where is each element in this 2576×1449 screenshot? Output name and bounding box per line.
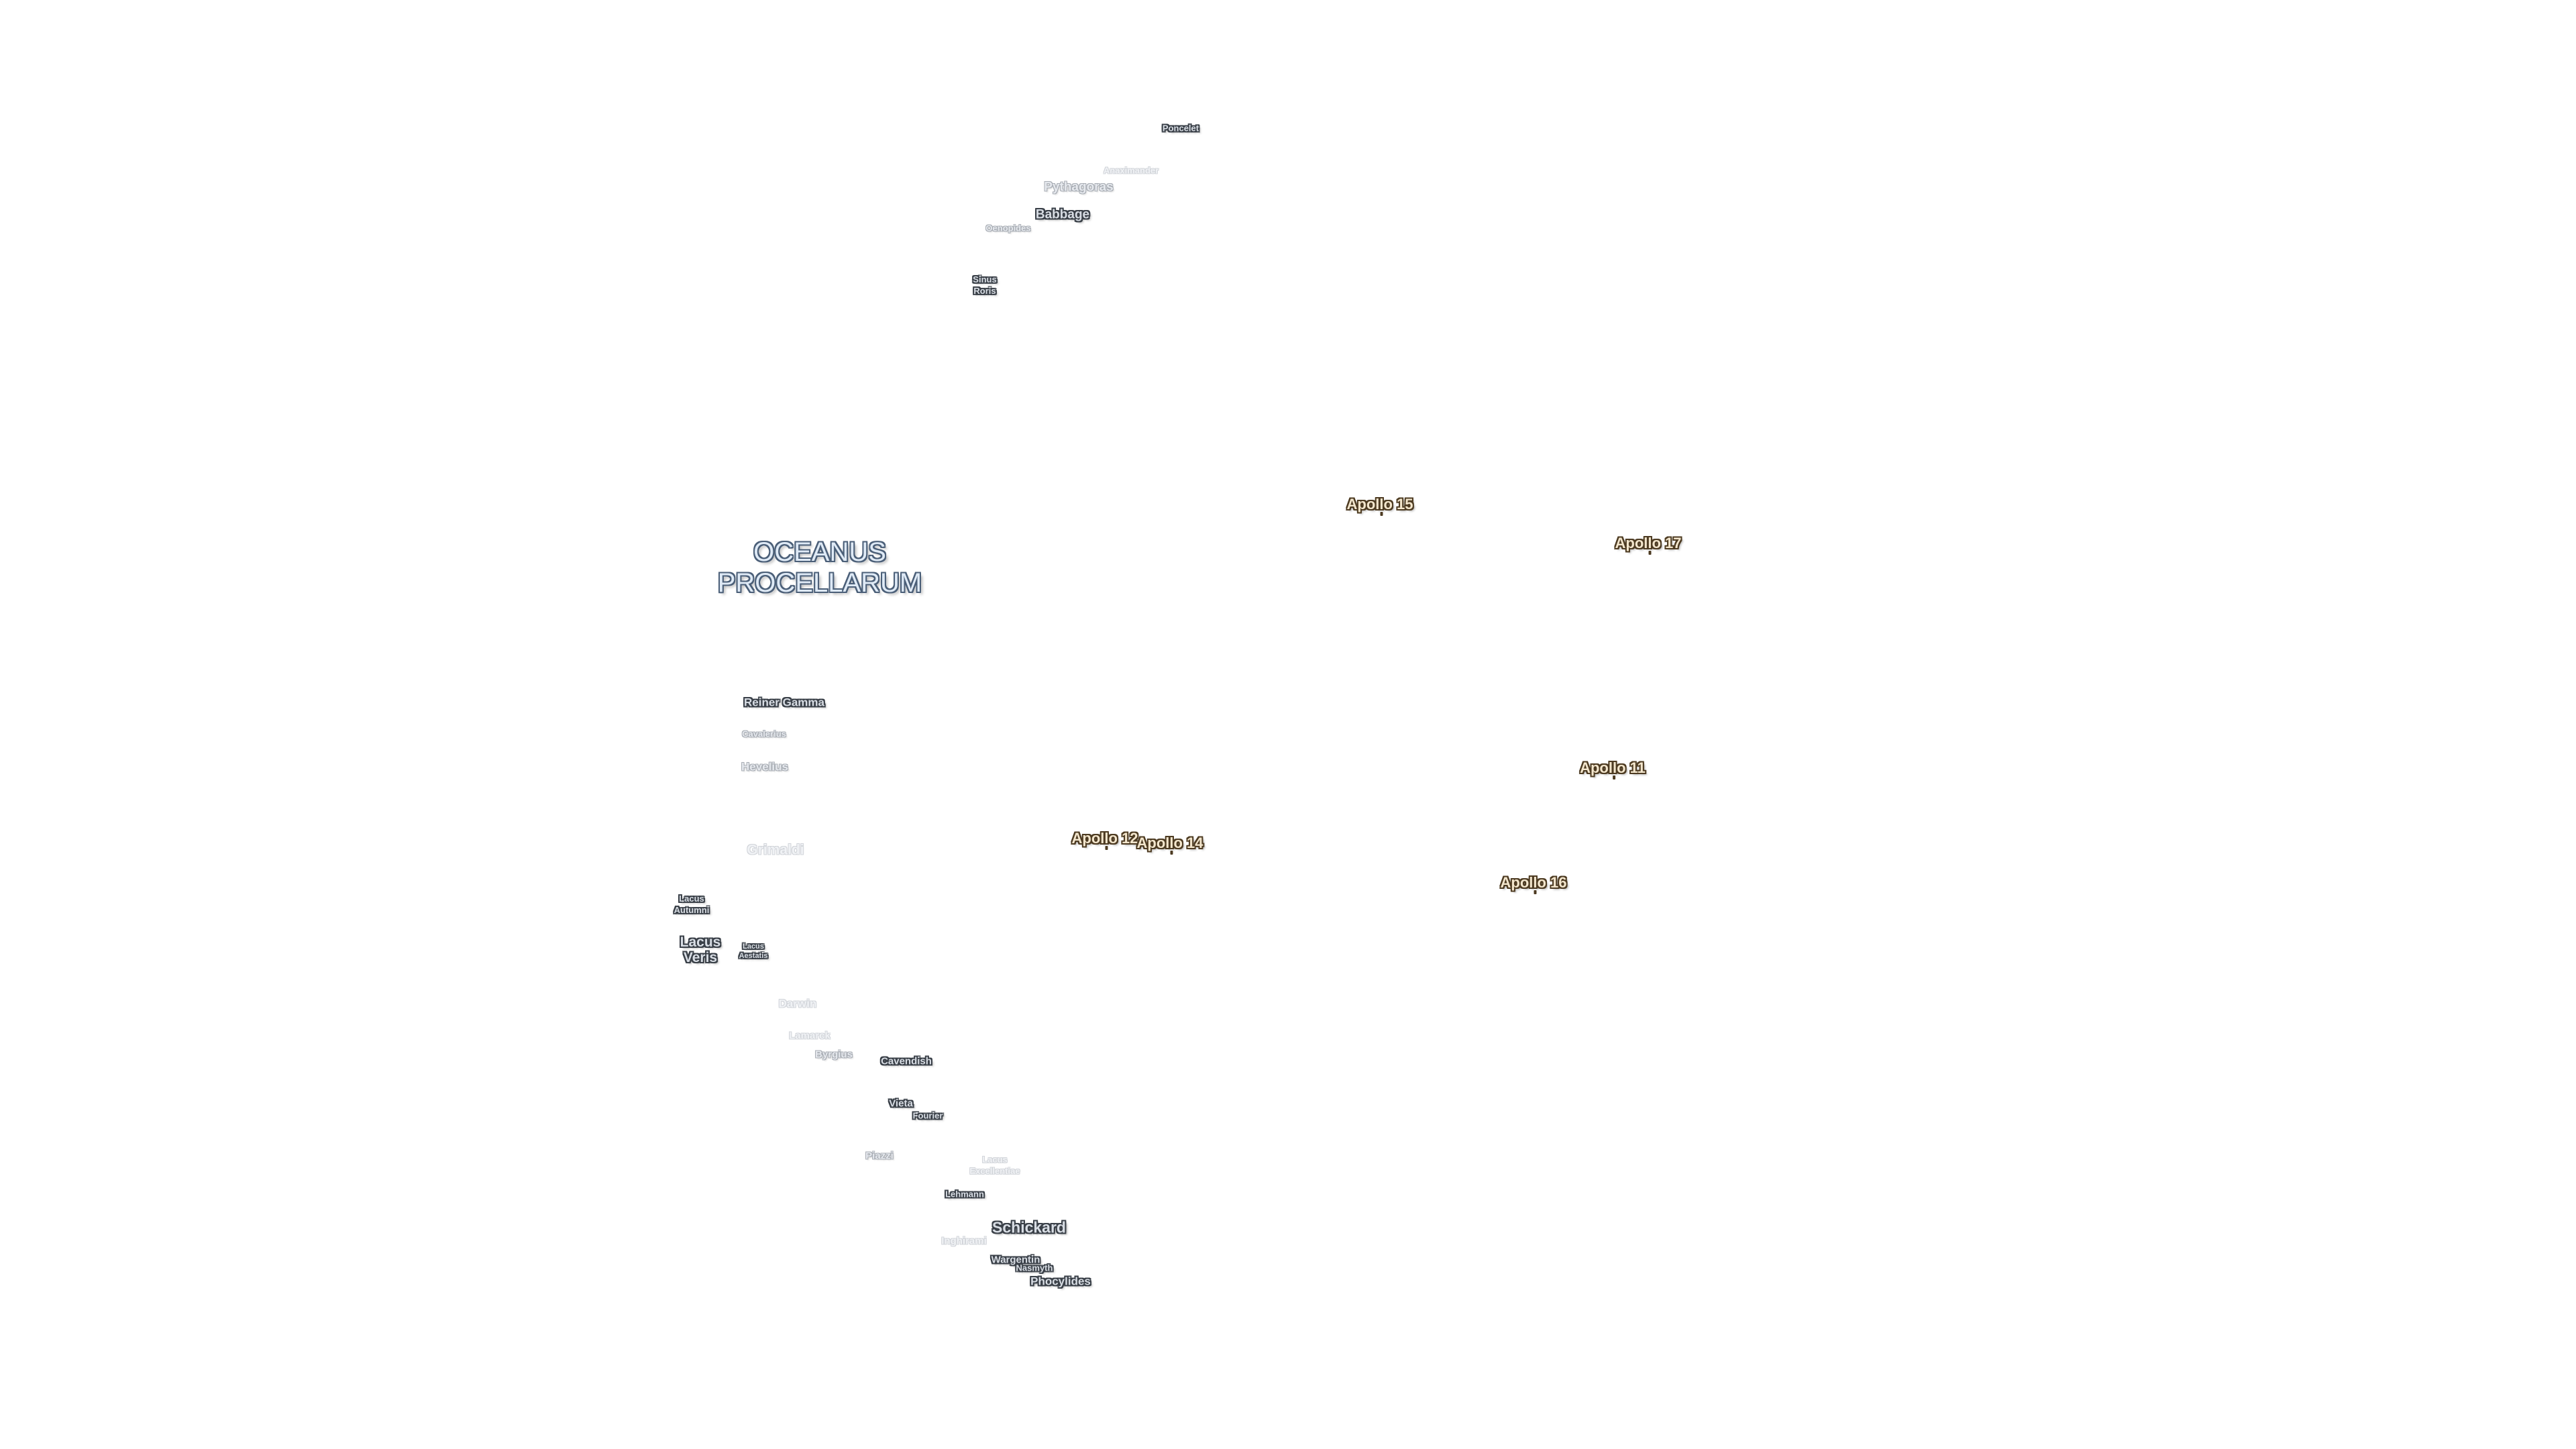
feature-label-oenopides: Oenopides <box>985 223 1031 233</box>
feature-label-lamarck: Lamarck <box>789 1030 830 1042</box>
landing-site-marker-icon <box>1533 890 1536 894</box>
feature-label-nasmyth: Nasmyth <box>1016 1263 1053 1273</box>
apollo-label: Apollo 15 <box>1346 496 1413 513</box>
apollo-label: Apollo 14 <box>1136 835 1203 851</box>
feature-label-reiner-gamma: Reiner Gamma <box>744 696 824 709</box>
apollo-label: Apollo 12 <box>1071 830 1138 847</box>
feature-label-lacus-veris: Lacus Veris <box>680 934 721 965</box>
apollo-site-14[interactable]: Apollo 14 <box>1136 835 1203 855</box>
apollo-label: Apollo 17 <box>1615 535 1682 551</box>
apollo-site-12[interactable]: Apollo 12 <box>1071 830 1138 850</box>
feature-label-hevelius: Hevelius <box>741 760 788 773</box>
feature-label-darwin: Darwin <box>778 997 817 1010</box>
feature-label-sinus-roris: Sinus Roris <box>973 274 997 296</box>
feature-label-grimaldi: Grimaldi <box>747 842 804 858</box>
feature-label-lehmann: Lehmann <box>945 1189 984 1199</box>
feature-label-inghirami: Inghirami <box>941 1235 987 1247</box>
feature-label-lacus-excellentiae: Lacus Excellentiae <box>969 1155 1020 1176</box>
feature-label-cavendish: Cavendish <box>881 1055 932 1067</box>
apollo-site-16[interactable]: Apollo 16 <box>1500 874 1567 894</box>
feature-label-anaximander: Anaximander <box>1103 165 1159 176</box>
feature-label-lacus-autumni: Lacus Autumni <box>674 894 710 915</box>
feature-label-phocylides: Phocylides <box>1030 1275 1091 1288</box>
feature-label-byrgius: Byrgius <box>815 1049 853 1061</box>
landing-site-marker-icon <box>1612 775 1615 780</box>
apollo-site-17[interactable]: Apollo 17 <box>1615 535 1682 555</box>
apollo-site-11[interactable]: Apollo 11 <box>1580 759 1646 780</box>
apollo-label: Apollo 11 <box>1580 759 1646 776</box>
landing-site-marker-icon <box>1169 851 1173 855</box>
feature-label-schickard: Schickard <box>992 1218 1066 1236</box>
feature-label-pythagoras: Pythagoras <box>1044 180 1114 195</box>
feature-label-piazzi: Piazzi <box>865 1150 894 1162</box>
apollo-label: Apollo 16 <box>1500 874 1567 891</box>
landing-site-marker-icon <box>1379 512 1383 516</box>
apollo-site-15[interactable]: Apollo 15 <box>1346 496 1413 516</box>
oceanus-procellarum-label: OCEANUS PROCELLARUM <box>717 537 922 598</box>
landing-site-marker-icon <box>1648 551 1651 555</box>
feature-label-babbage: Babbage <box>1035 207 1090 222</box>
feature-label-fourier: Fourier <box>912 1110 943 1121</box>
feature-label-lacus-aestatis: Lacus Aestatis <box>739 943 768 960</box>
feature-label-cavalerius: Cavalerius <box>742 729 786 739</box>
landing-site-marker-icon <box>1104 846 1108 850</box>
feature-label-poncelet: Poncelet <box>1162 123 1199 133</box>
feature-label-wargentin: Wargentin <box>991 1254 1040 1266</box>
feature-label-vieta: Vieta <box>889 1097 913 1110</box>
